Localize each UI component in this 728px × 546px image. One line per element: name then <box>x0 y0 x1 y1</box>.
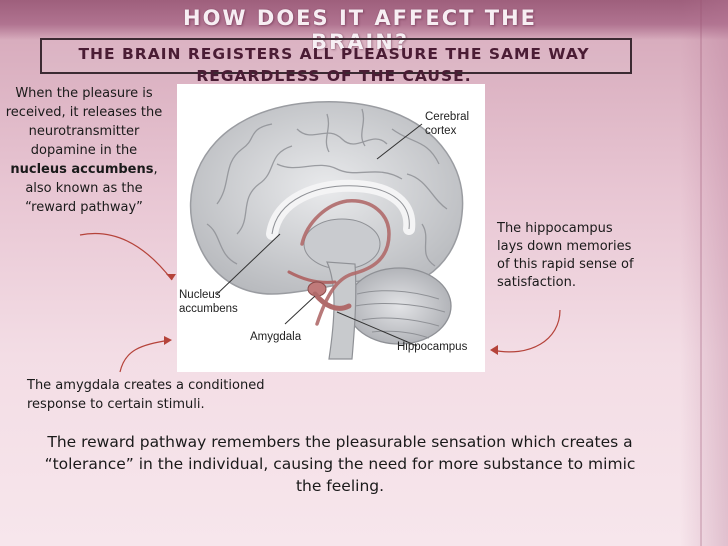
brain-diagram: Cerebral cortex Nucleus accumbens Amygda… <box>177 84 485 372</box>
nucleus-accumbens-term: nucleus accumbens <box>10 162 154 177</box>
label-accumbens: accumbens <box>179 303 238 315</box>
leader-lines <box>216 123 423 347</box>
decorative-side-bar <box>680 0 728 546</box>
cerebrum-shape <box>189 101 464 295</box>
gyri-lines <box>206 108 448 267</box>
label-cerebral: Cerebral <box>425 111 469 123</box>
arrow-to-nucleus <box>79 232 173 281</box>
subtitle-frame <box>40 38 632 74</box>
dopamine-note-text: When the pleasure is received, it releas… <box>5 86 163 158</box>
dopamine-note: When the pleasure is received, it releas… <box>4 84 164 217</box>
reward-pathway-line <box>300 199 391 326</box>
hippocampus-note: The hippocampus lays down memories of th… <box>497 221 634 290</box>
arrowhead-amygdala <box>164 336 172 345</box>
label-amygdala: Amygdala <box>250 331 302 343</box>
cerebellum-folds <box>354 290 446 339</box>
arrow-to-hippocampus <box>491 309 561 353</box>
label-hippocampus: Hippocampus <box>397 341 468 353</box>
amygdala-note: The amygdala creates a conditioned respo… <box>27 378 265 412</box>
slide-title: How does it affect the brain? <box>183 6 537 54</box>
arrowhead-hippocampus <box>490 345 498 355</box>
hippocampus-shape <box>312 291 352 311</box>
arrowhead-nucleus <box>166 274 176 280</box>
tolerance-note: The reward pathway remembers the pleasur… <box>44 433 636 495</box>
label-nucleus: Nucleus <box>179 289 221 301</box>
reward-pathway-text: , also known as the “reward pathway” <box>25 162 158 215</box>
arrow-to-amygdala <box>119 339 171 373</box>
title-band <box>0 0 728 40</box>
slide-subtitle: The brain registers all pleasure the sam… <box>78 45 590 85</box>
label-cortex: cortex <box>425 125 457 137</box>
